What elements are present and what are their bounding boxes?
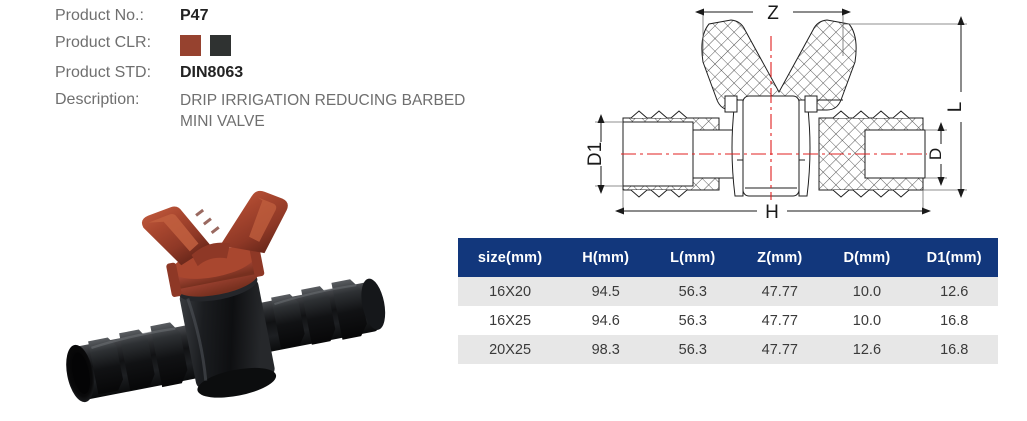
dimension-label-d1: D1: [585, 142, 606, 166]
centerlines: [621, 36, 927, 200]
cell-z: 47.77: [736, 306, 824, 335]
dimension-l: [843, 16, 967, 198]
color-swatch-charcoal-black: [210, 35, 231, 56]
dimension-h: [615, 190, 931, 215]
cell-d1: 16.8: [910, 335, 998, 364]
butterfly-handle: [141, 190, 288, 267]
cell-l: 56.3: [649, 335, 737, 364]
cell-d1: 12.6: [910, 277, 998, 306]
spec-label-description: Description:: [55, 91, 140, 108]
table-row: 16X25 94.6 56.3 47.77 10.0 16.8: [458, 306, 998, 335]
dimension-d: [925, 122, 947, 186]
table-header-h: H(mm): [562, 238, 650, 277]
dimension-label-l: L: [945, 102, 966, 113]
spec-label-product-clr: Product CLR:: [55, 34, 152, 51]
cell-z: 47.77: [736, 335, 824, 364]
specification-table: size(mm) H(mm) L(mm) Z(mm) D(mm) D1(mm) …: [458, 238, 998, 364]
dimension-label-d: D: [926, 148, 945, 160]
dimension-z: [695, 8, 851, 56]
technical-drawing: Z H L D D1: [575, 0, 1015, 232]
cell-h: 98.3: [562, 335, 650, 364]
product-spec-list: Product No.: P47 Product CLR: Product ST…: [55, 6, 475, 139]
valve-assembly: [66, 190, 386, 403]
dimension-d1: [595, 114, 623, 194]
spec-value-product-no: P47: [180, 7, 209, 24]
cell-l: 56.3: [649, 306, 737, 335]
product-photo: [46, 188, 406, 421]
spec-value-description: DRIP IRRIGATION REDUCING BARBED MINI VAL…: [180, 92, 466, 130]
cell-d: 10.0: [823, 306, 911, 335]
cell-h: 94.5: [562, 277, 650, 306]
table-header-size: size(mm): [458, 238, 563, 277]
table-header-d: D(mm): [823, 238, 911, 277]
table-header-d1: D1(mm): [910, 238, 998, 277]
spec-row-product-clr: Product CLR:: [55, 33, 475, 56]
cell-size: 20X25: [458, 335, 563, 364]
cell-l: 56.3: [649, 277, 737, 306]
cell-d: 10.0: [823, 277, 911, 306]
color-swatch-group: [180, 33, 231, 56]
right-barb-spigot: [254, 278, 386, 353]
spec-label-product-std: Product STD:: [55, 64, 152, 81]
spec-row-description: Description: DRIP IRRIGATION REDUCING BA…: [55, 90, 475, 132]
table-row: 20X25 98.3 56.3 47.77 12.6 16.8: [458, 335, 998, 364]
table-header-z: Z(mm): [736, 238, 824, 277]
cell-size: 16X25: [458, 306, 563, 335]
table-header-l: L(mm): [649, 238, 737, 277]
left-barb-spigot: [66, 322, 201, 403]
table-row: 16X20 94.5 56.3 47.77 10.0 12.6: [458, 277, 998, 306]
table-header-row: size(mm) H(mm) L(mm) Z(mm) D(mm) D1(mm): [458, 238, 998, 277]
cell-z: 47.77: [736, 277, 824, 306]
spec-value-product-std: DIN8063: [180, 64, 244, 81]
cell-d1: 16.8: [910, 306, 998, 335]
dimension-label-h: H: [765, 202, 779, 223]
cell-d: 12.6: [823, 335, 911, 364]
cell-h: 94.6: [562, 306, 650, 335]
spec-label-product-no: Product No.:: [55, 7, 144, 24]
spec-row-product-std: Product STD: DIN8063: [55, 63, 475, 83]
cell-size: 16X20: [458, 277, 563, 306]
dimension-label-z: Z: [767, 3, 779, 24]
color-swatch-terracotta-red: [180, 35, 201, 56]
spec-row-product-no: Product No.: P47: [55, 6, 475, 26]
